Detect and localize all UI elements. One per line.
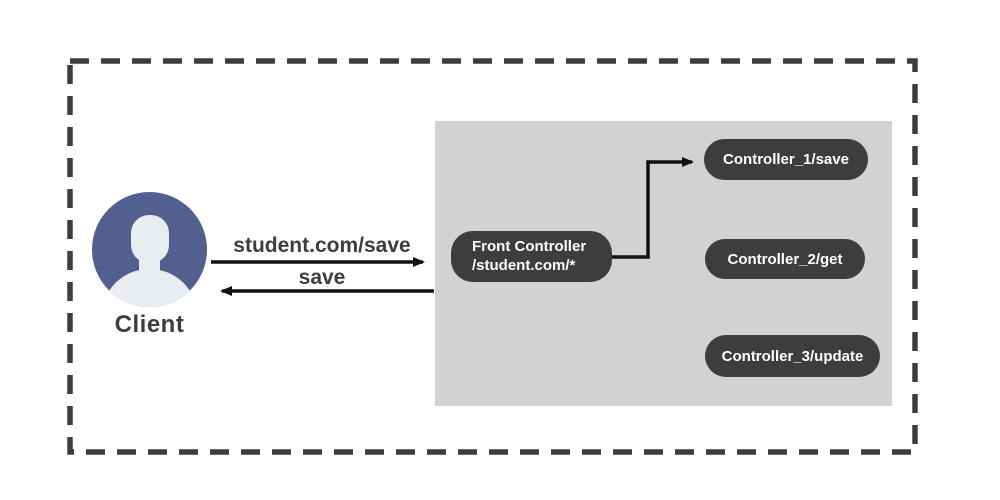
controller-3-label: Controller_3/update bbox=[721, 347, 864, 365]
client-avatar bbox=[92, 192, 207, 307]
front-controller-route: /student.com/* bbox=[472, 256, 576, 274]
controller-1-node: Controller_1/save bbox=[704, 139, 868, 180]
response-arrow-label: save bbox=[298, 266, 346, 289]
person-icon bbox=[92, 192, 207, 307]
controller-3-node: Controller_3/update bbox=[705, 335, 880, 377]
front-controller-node: Front Controller /student.com/* bbox=[451, 231, 612, 282]
request-arrow-label: student.com/save bbox=[233, 234, 411, 257]
client-label: Client bbox=[114, 311, 185, 338]
controller-2-label: Controller_2/get bbox=[727, 250, 843, 268]
controller-2-node: Controller_2/get bbox=[705, 239, 865, 279]
front-controller-name: Front Controller bbox=[472, 237, 587, 255]
controller-1-label: Controller_1/save bbox=[723, 151, 849, 168]
